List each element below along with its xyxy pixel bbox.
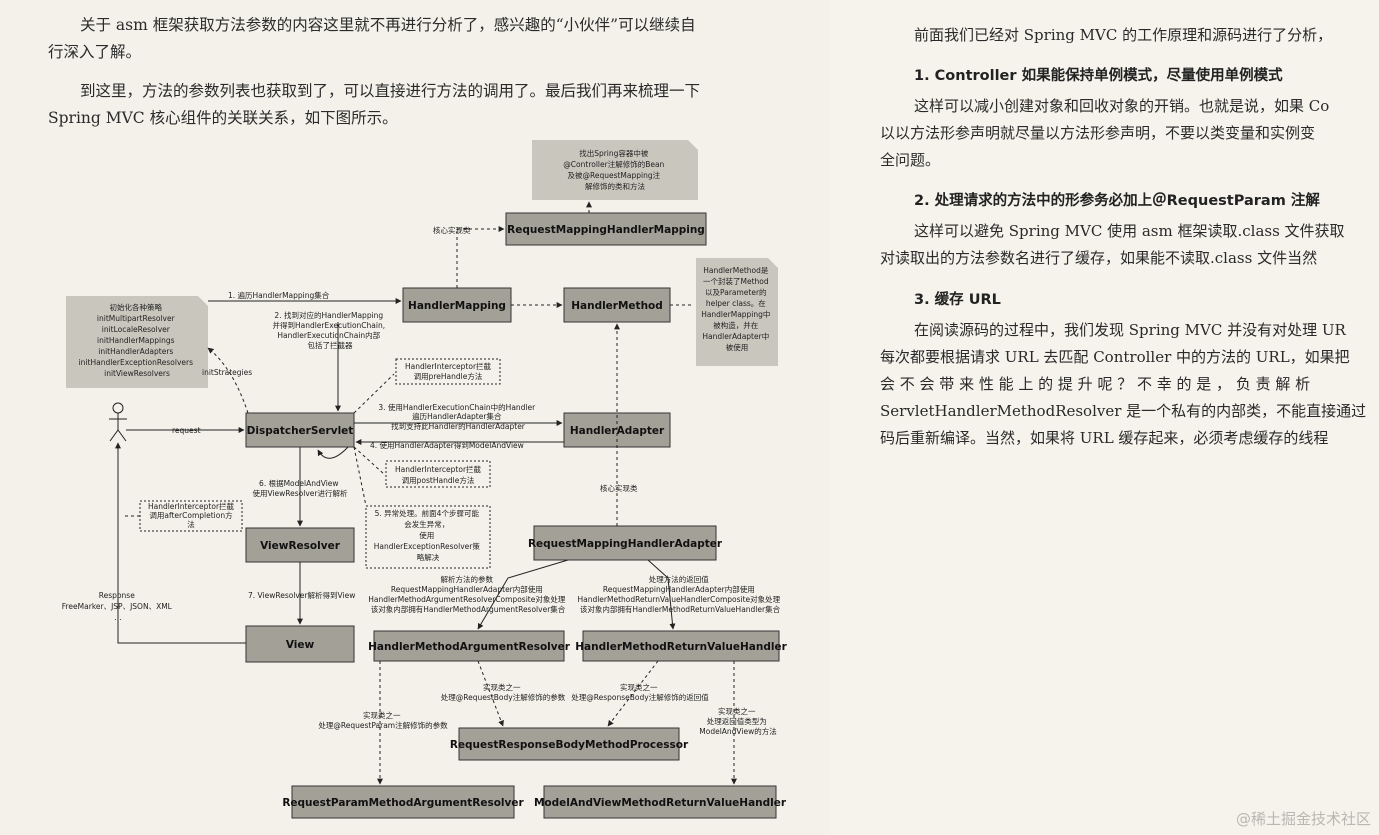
box-dispatcher-servlet: DispatcherServlet [245, 412, 355, 448]
svg-text:HandlerMapping: HandlerMapping [408, 300, 506, 312]
svg-text:RequestParamMethodArgumentReso: RequestParamMethodArgumentResolver [282, 797, 524, 809]
box-handler-method-argument-resolver: HandlerMethodArgumentResolver [368, 630, 571, 662]
label-impl-d: 实现类之一 处理返回值类型为 ModelAndView的方法 [699, 706, 777, 736]
note-init-text: 初始化各种策略 initMultipartResolver initLocale… [79, 302, 196, 378]
watermark: @稀土掘金技术社区 [1235, 810, 1371, 828]
paragraph-cache-url: 在阅读源码的过程中，我们发现 Spring MVC 并没有对处理 UR 每次都要… [880, 321, 1367, 447]
svg-text:RequestMappingHandlerMapping: RequestMappingHandlerMapping [507, 224, 705, 236]
note-init-strategies: 初始化各种策略 initMultipartResolver initLocale… [66, 296, 208, 388]
right-intro: 前面我们已经对 Spring MVC 的工作原理和源码进行了分析， [914, 26, 1333, 44]
svg-text:View: View [286, 639, 315, 651]
label-step4: 4. 使用HandlerAdapter得到ModelAndView [370, 440, 524, 450]
svg-text:DispatcherServlet: DispatcherServlet [247, 425, 354, 437]
label-parse-args: 解析方法的参数 RequestMappingHandlerAdapter内部使用… [368, 574, 568, 614]
svg-text:HandlerInterceptor拦截调用preHandl: HandlerInterceptor拦截调用preHandle方法 [405, 361, 492, 381]
box-handler-method: HandlerMethod [563, 287, 671, 323]
svg-text:HandlerAdapter: HandlerAdapter [570, 425, 665, 437]
box-handler-mapping: HandlerMapping [402, 287, 512, 323]
svg-text:RequestResponseBodyMethodProce: RequestResponseBodyMethodProcessor [450, 739, 689, 751]
label-step6: 6. 根据ModelAndView 使用ViewResolver进行解析 [252, 478, 348, 498]
heading-cache-url: 3. 缓存 URL [914, 292, 1001, 308]
label-step2: 2. 找到对应的HandlerMapping 并得到HandlerExecuti… [272, 310, 387, 350]
note-handler-method: HandlerMethod是 一个封装了Method 以及Parameter的 … [696, 258, 778, 366]
label-step7: 7. ViewResolver解析得到View [248, 590, 355, 600]
box-handler-method-return-value-handler: HandlerMethodReturnValueHandler [575, 630, 788, 662]
box-view: View [245, 625, 355, 663]
box-request-response-body-method-processor: RequestResponseBodyMethodProcessor [450, 727, 689, 761]
paragraph-singleton: 这样可以减小创建对象和回收对象的开销。也就是说，如果 Co 以以方法形参声明就尽… [880, 97, 1330, 169]
label-step3: 3. 使用HandlerExecutionChain中的Handler 遍历Ha… [378, 402, 537, 431]
box-model-and-view-method-return-value-handler: ModelAndViewMethodReturnValueHandler [534, 785, 787, 819]
note-after-completion: HandlerInterceptor拦截调用afterCompletion方法 [139, 500, 243, 532]
user-actor-icon [109, 402, 127, 442]
svg-text:ModelAndViewMethodReturnValueH: ModelAndViewMethodReturnValueHandler [534, 797, 787, 809]
diagram-connectors [115, 201, 737, 785]
label-init-strategies: initStrategies [202, 368, 252, 377]
label-core-impl-top: 核心实现类 [433, 225, 471, 235]
label-response: Response FreeMarker、JSP、JSON、XML ... [62, 591, 175, 622]
label-handle-return: 处理方法的返回值 RequestMappingHandlerAdapter内部使… [577, 574, 782, 614]
heading-singleton: 1. Controller 如果能保持单例模式，尽量使用单例模式 [914, 68, 1283, 84]
note-find-bean: 找出Spring容器中被 @Controller注解修饰的Bean 及被@Req… [532, 140, 698, 200]
svg-text:ViewResolver: ViewResolver [260, 540, 341, 552]
note-find-bean-text: 找出Spring容器中被 @Controller注解修饰的Bean 及被@Req… [563, 148, 666, 191]
right-page: 前面我们已经对 Spring MVC 的工作原理和源码进行了分析， 1. Con… [830, 0, 1379, 835]
note-exception: 5. 异常处理。前面4个步骤可能 会发生异常， 使用 HandlerExcept… [365, 505, 491, 569]
paragraph-request-param: 这样可以避免 Spring MVC 使用 asm 框架读取.class 文件获取… [880, 222, 1345, 267]
note-handler-method-text: HandlerMethod是 一个封装了Method 以及Parameter的 … [701, 266, 773, 352]
box-request-mapping-handler-adapter: RequestMappingHandlerAdapter [528, 525, 723, 561]
note-pre-handle: HandlerInterceptor拦截调用preHandle方法 [395, 358, 501, 385]
svg-text:HandlerInterceptor拦截调用afterCom: HandlerInterceptor拦截调用afterCompletion方法 [148, 501, 235, 529]
note-post-handle: HandlerInterceptor拦截调用postHandle方法 [385, 460, 491, 488]
spring-mvc-component-diagram: 找出Spring容器中被 @Controller注解修饰的Bean 及被@Req… [62, 140, 788, 819]
label-core-impl-mid: 核心实现类 [600, 483, 638, 493]
label-impl-c: 实现类之一 处理@ResponseBody注解修饰的返回值 [571, 682, 709, 702]
label-step1: 1. 遍历HandlerMapping集合 [228, 290, 330, 300]
left-page: 关于 asm 框架获取方法参数的内容这里就不再进行分析了，感兴趣的“小伙伴”可以… [48, 16, 788, 819]
svg-text:HandlerInterceptor拦截调用postHand: HandlerInterceptor拦截调用postHandle方法 [395, 464, 482, 485]
svg-text:RequestMappingHandlerAdapter: RequestMappingHandlerAdapter [528, 538, 723, 550]
svg-text:5. 异常处理。前面4个步骤可能 会发生异常: 5. 异常处理。前面4个步骤可能 会发生异常， 使用 HandlerExcept… [374, 508, 483, 562]
label-impl-b: 实现类之一 处理@RequestBody注解修饰的参数 [441, 682, 566, 702]
box-view-resolver: ViewResolver [245, 527, 355, 563]
box-request-param-method-argument-resolver: RequestParamMethodArgumentResolver [282, 785, 524, 819]
svg-text:HandlerMethod: HandlerMethod [571, 300, 663, 312]
label-impl-a: 实现类之一 处理@RequestParam注解修饰的参数 [318, 710, 448, 730]
paragraph-asm: 关于 asm 框架获取方法参数的内容这里就不再进行分析了，感兴趣的“小伙伴”可以… [48, 16, 696, 61]
label-request: request [172, 426, 201, 435]
heading-request-param: 2. 处理请求的方法中的形参务必加上＠RequestParam 注解 [914, 193, 1320, 209]
box-request-mapping-handler-mapping: RequestMappingHandlerMapping [505, 212, 707, 246]
svg-text:HandlerMethodReturnValueHandle: HandlerMethodReturnValueHandler [575, 641, 787, 653]
paragraph-summary: 到这里，方法的参数列表也获取到了，可以直接进行方法的调用了。最后我们再来梳理一下… [48, 82, 701, 127]
svg-text:HandlerMethodArgumentResolver: HandlerMethodArgumentResolver [368, 641, 571, 653]
